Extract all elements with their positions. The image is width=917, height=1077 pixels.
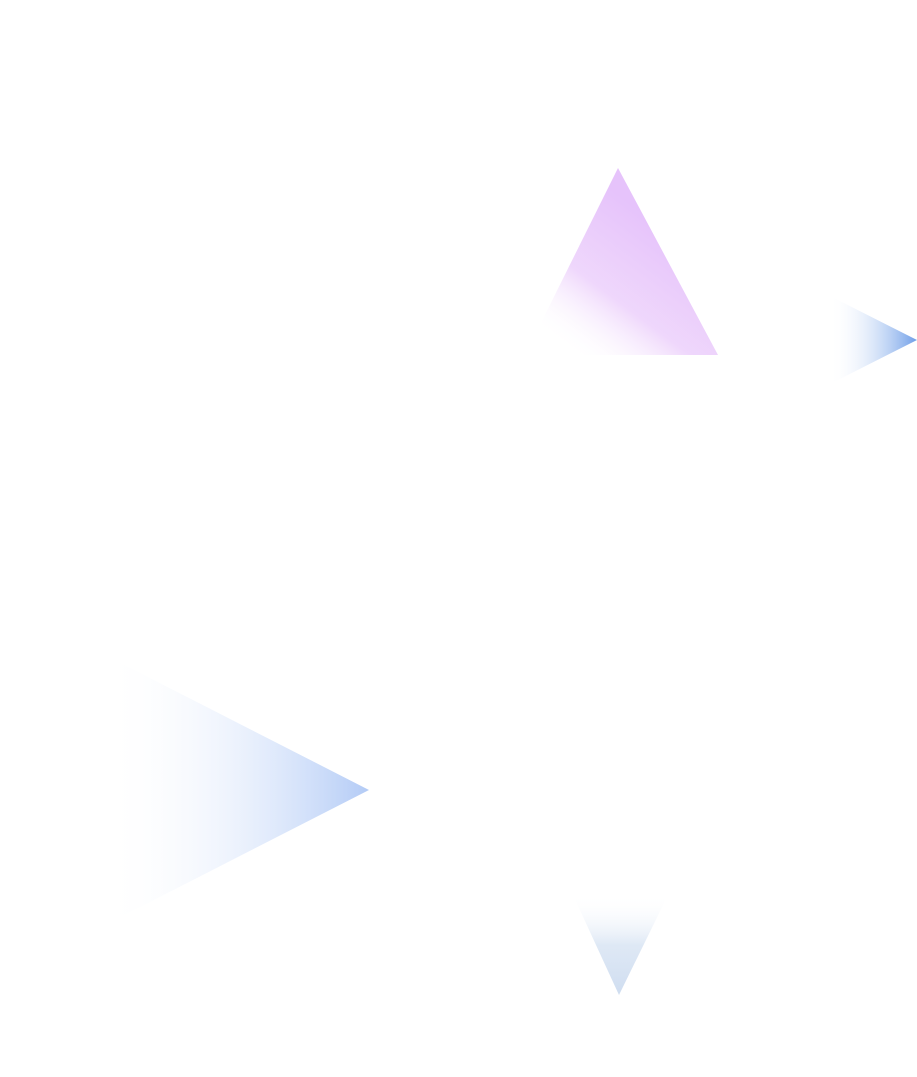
triangle-right-blue-small-shape [830,296,917,384]
triangle-up-violet-shape [525,168,718,355]
triangle-right-blue-large-shape [105,655,369,925]
triangle-down-blue-small-shape [573,895,668,995]
